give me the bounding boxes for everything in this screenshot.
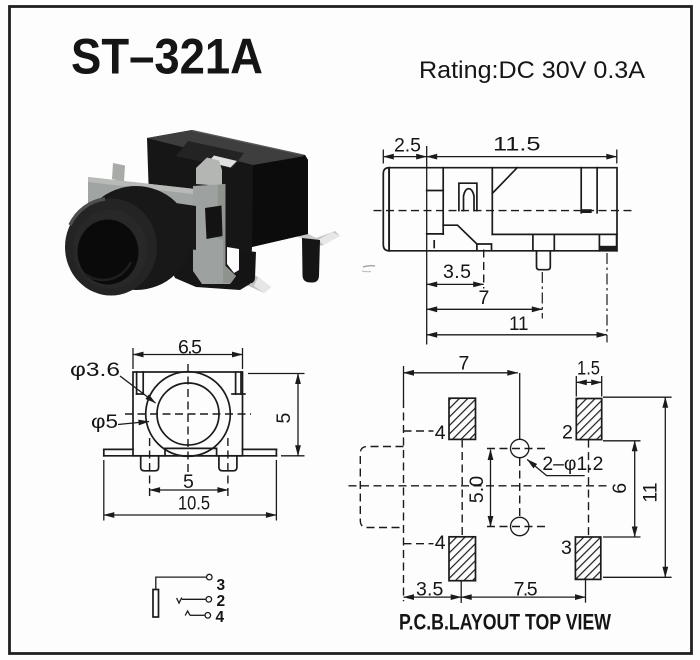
svg-text:11.5: 11.5 — [493, 134, 541, 156]
svg-text:2: 2 — [562, 421, 573, 443]
svg-text:4: 4 — [216, 609, 225, 626]
svg-text:10.5: 10.5 — [178, 493, 210, 515]
svg-text:2–φ1.2: 2–φ1.2 — [542, 453, 603, 475]
svg-text:5: 5 — [273, 412, 295, 423]
svg-text:3: 3 — [561, 537, 572, 559]
svg-text:7: 7 — [459, 353, 470, 375]
svg-text:3.5: 3.5 — [443, 261, 471, 283]
svg-text:φ3.6: φ3.6 — [70, 359, 120, 381]
svg-text:4: 4 — [435, 422, 446, 444]
svg-text:2: 2 — [217, 593, 226, 610]
svg-text:11: 11 — [509, 313, 529, 335]
svg-text:7: 7 — [479, 287, 490, 309]
svg-text:7.5: 7.5 — [514, 578, 538, 600]
svg-text:4: 4 — [435, 532, 446, 554]
svg-text:3.5: 3.5 — [416, 578, 444, 600]
svg-text:1.5: 1.5 — [577, 358, 600, 380]
svg-text:Rating:DC 30V 0.3A: Rating:DC 30V 0.3A — [419, 57, 645, 84]
svg-text:6.5: 6.5 — [178, 337, 202, 359]
svg-text:P.C.B.LAYOUT TOP VIEW: P.C.B.LAYOUT TOP VIEW — [399, 610, 611, 635]
svg-text:5: 5 — [183, 471, 194, 493]
svg-text:6: 6 — [609, 483, 631, 494]
svg-text:ST–321A: ST–321A — [71, 29, 263, 85]
svg-text:11: 11 — [640, 482, 662, 502]
svg-text:5.0: 5.0 — [466, 476, 488, 503]
svg-text:φ5: φ5 — [91, 411, 118, 433]
svg-text:3: 3 — [217, 577, 226, 594]
svg-text:2.5: 2.5 — [394, 135, 421, 157]
